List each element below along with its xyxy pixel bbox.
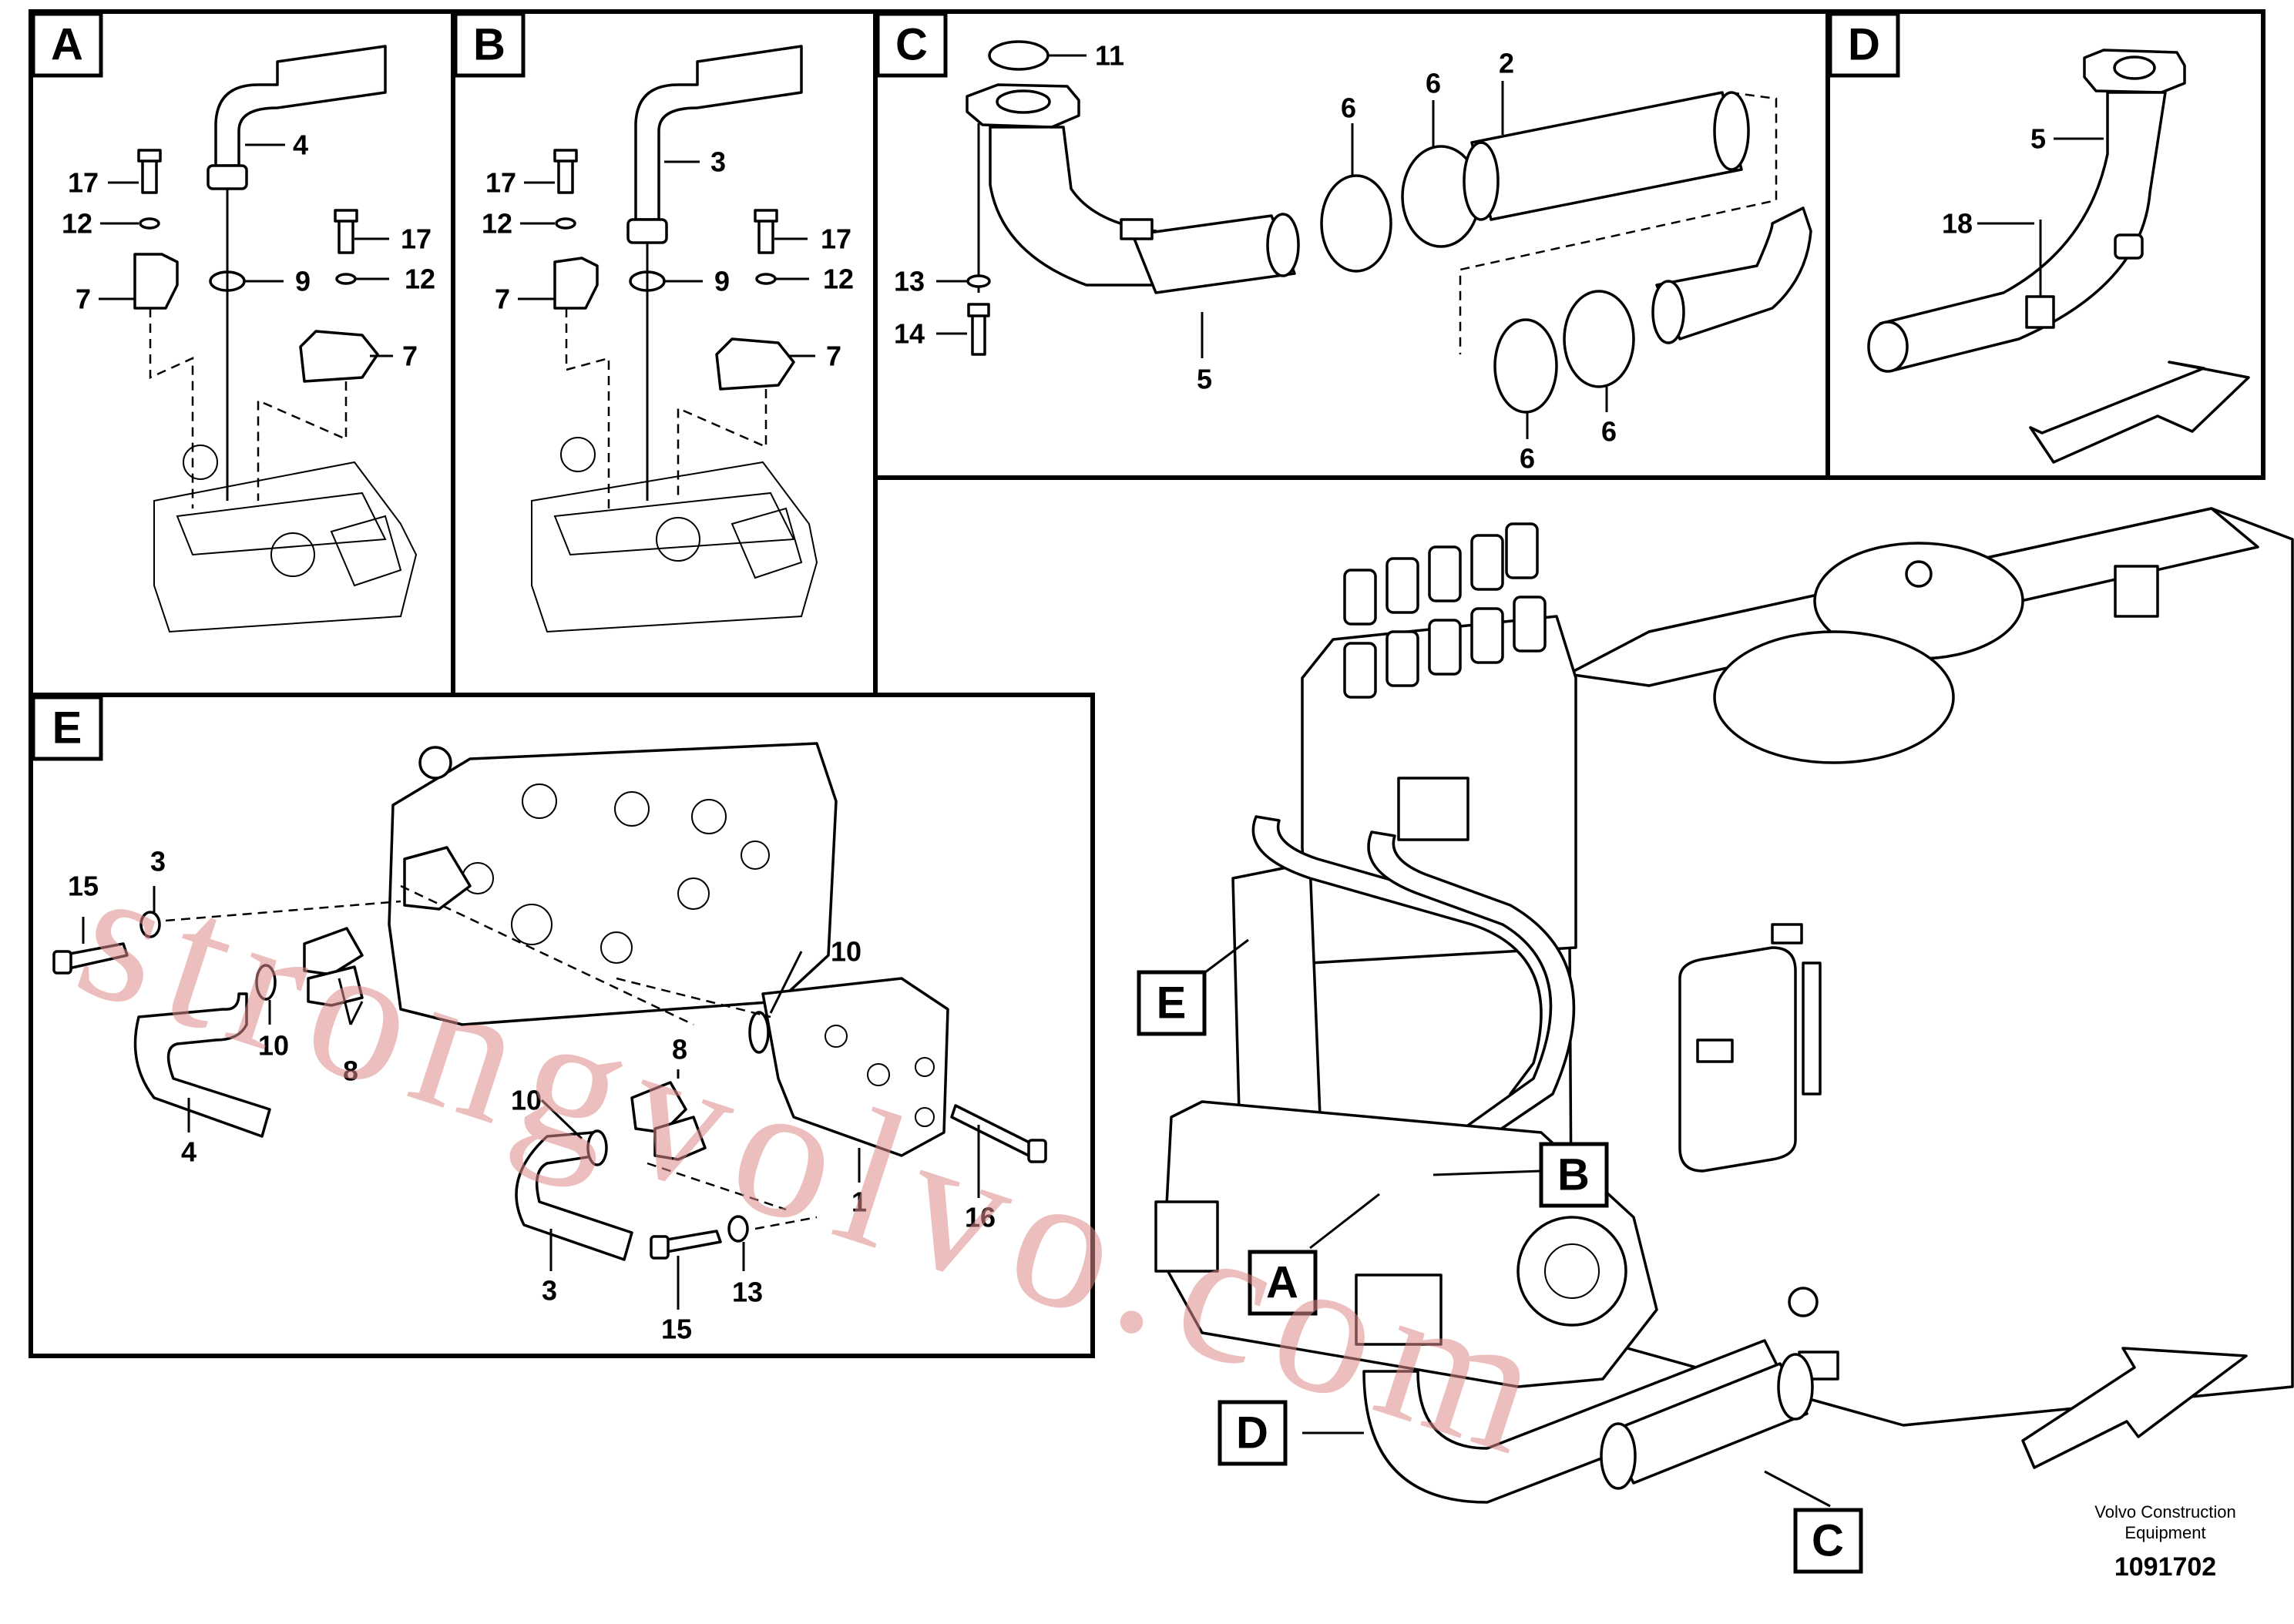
panel-b: B 3 17 12 7 9 17 12 7 <box>451 9 878 697</box>
callout-c-6b: 6 <box>1426 68 1441 99</box>
document-number: 1091702 <box>2114 1552 2216 1582</box>
main-tag-a: A <box>1266 1258 1298 1308</box>
callout-b-17b: 17 <box>821 223 851 255</box>
direction-arrow-d <box>2029 361 2250 464</box>
elbow-pipe-5 <box>989 126 1157 287</box>
callout-a-7: 7 <box>76 284 91 315</box>
callout-c-13: 13 <box>894 266 925 297</box>
main-tag-d: D <box>1236 1408 1268 1458</box>
callout-c-11: 11 <box>1095 40 1124 72</box>
panel-d-tag: D <box>1848 20 1880 70</box>
callout-e-1: 1 <box>851 1186 867 1218</box>
callout-d-5: 5 <box>2030 123 2046 155</box>
callout-e-10c: 10 <box>511 1085 542 1116</box>
callout-a-9: 9 <box>295 266 311 297</box>
clamp-7-left-a <box>133 253 179 310</box>
callout-b-12b: 12 <box>823 263 854 295</box>
callout-e-10a: 10 <box>258 1030 289 1062</box>
control-valve-body <box>388 742 838 1026</box>
panel-a: A 4 17 12 7 9 17 12 7 <box>29 9 455 697</box>
panel-e: E <box>29 693 1095 1358</box>
callout-a-17: 17 <box>68 167 99 199</box>
pipe-4-a <box>214 45 387 167</box>
callout-a-7b: 7 <box>402 341 418 372</box>
hose-clamp-6c <box>1493 318 1558 414</box>
o-ring-11 <box>988 40 1050 71</box>
main-tag-e-box <box>1137 970 1207 1036</box>
callout-a-4: 4 <box>293 129 308 161</box>
callout-e-3b: 3 <box>542 1275 557 1307</box>
credit-line-2: Equipment <box>2124 1523 2205 1542</box>
credit-line-1: Volvo Construction <box>2094 1502 2235 1522</box>
pipe-3-e <box>515 1131 633 1261</box>
panel-c-tag-box <box>875 12 948 78</box>
callout-e-15: 15 <box>68 871 99 902</box>
main-tag-c: C <box>1812 1516 1844 1566</box>
pipe-4-e <box>133 992 271 1138</box>
panel-e-tag: E <box>52 703 82 753</box>
panel-c: C 11 6 6 2 13 14 5 6 6 <box>873 9 1830 480</box>
callout-a-12: 12 <box>62 208 92 240</box>
callout-a-12b: 12 <box>405 263 435 295</box>
panel-d: D 5 18 <box>1825 9 2265 480</box>
callout-d-18: 18 <box>1942 208 1973 240</box>
panel-b-tag-box <box>453 12 526 78</box>
main-tag-d-box <box>1218 1400 1288 1466</box>
tank-cover-2 <box>1713 630 1955 764</box>
hose-clamp-6a <box>1320 174 1392 273</box>
callout-b-9: 9 <box>714 266 730 297</box>
pump-flange <box>1516 1216 1627 1327</box>
callout-b-7: 7 <box>495 284 510 315</box>
callout-b-3: 3 <box>710 146 726 178</box>
callout-b-12: 12 <box>482 208 512 240</box>
main-assembly: E B A D C Volvo Construction Equipment 1… <box>1137 507 2294 1582</box>
clamp-7-right-a <box>299 330 379 383</box>
main-tag-b: B <box>1557 1150 1590 1200</box>
callout-e-8a: 8 <box>343 1055 358 1087</box>
callout-e-3a: 3 <box>150 846 166 877</box>
clamp-7-left-b <box>553 257 599 310</box>
pipe-3-b <box>634 45 803 221</box>
panel-a-tag: A <box>51 20 83 70</box>
callout-b-7b: 7 <box>826 341 841 372</box>
clamp-7-right-b <box>715 337 795 391</box>
panel-a-tag-box <box>31 12 103 78</box>
panel-e-tag-box <box>31 695 103 761</box>
main-tag-b-box <box>1539 1142 1609 1208</box>
main-tag-a-box <box>1248 1250 1318 1316</box>
callout-e-15b: 15 <box>661 1314 692 1345</box>
main-tag-c-box <box>1793 1508 1863 1574</box>
solenoid-stack <box>1343 522 1547 699</box>
callout-a-17b: 17 <box>401 223 432 255</box>
panel-d-tag-box <box>1828 12 1900 78</box>
callout-e-16: 16 <box>965 1202 996 1233</box>
callout-b-17: 17 <box>485 167 516 199</box>
callout-e-13: 13 <box>732 1277 763 1308</box>
callout-c-14: 14 <box>894 318 925 350</box>
callout-c-5: 5 <box>1197 364 1212 395</box>
direction-arrow-main <box>2021 1347 2248 1469</box>
hose-clamp-6d <box>1563 290 1635 388</box>
callout-c-6c: 6 <box>1520 443 1535 475</box>
lifting-eye <box>418 746 452 780</box>
suction-pipe <box>1362 1339 1789 1504</box>
callout-e-4: 4 <box>181 1136 196 1168</box>
callout-c-6d: 6 <box>1601 416 1617 448</box>
panel-c-tag: C <box>895 20 928 70</box>
adapter-block-1 <box>761 977 949 1157</box>
callout-e-8b: 8 <box>672 1034 687 1065</box>
callout-e-10b: 10 <box>831 936 862 968</box>
callout-c-2: 2 <box>1499 48 1514 79</box>
callout-c-6a: 6 <box>1341 92 1356 124</box>
main-tag-e: E <box>1157 978 1187 1028</box>
panel-b-tag: B <box>473 20 505 70</box>
tank-sight-plate <box>1678 946 1797 1173</box>
